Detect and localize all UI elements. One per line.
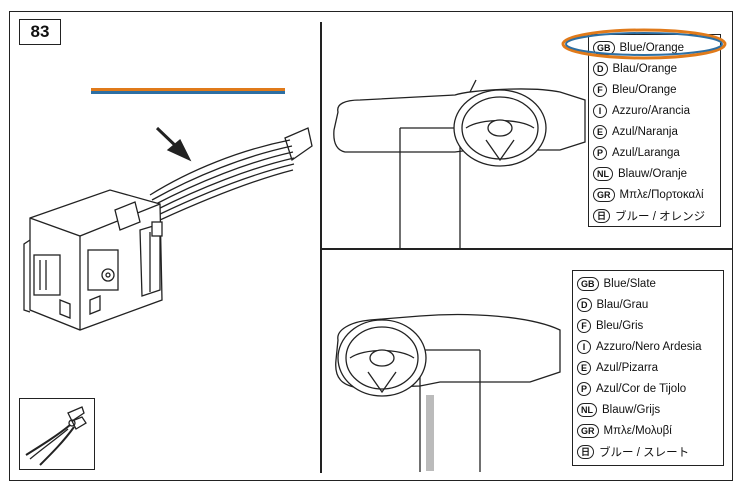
color-label: Blue/Orange bbox=[619, 41, 685, 54]
horizontal-divider bbox=[320, 248, 733, 250]
legend-row: E Azul/Naranja bbox=[589, 121, 720, 142]
language-badge: NL bbox=[593, 166, 613, 181]
page-frame bbox=[9, 11, 733, 481]
wire-sample-orange bbox=[91, 88, 285, 91]
color-label: ブルー / スレート bbox=[599, 446, 690, 459]
legend-row: P Azul/Laranga bbox=[589, 142, 720, 163]
color-label: Azul/Laranga bbox=[612, 146, 680, 159]
legend-row: GB Blue/Orange bbox=[589, 37, 720, 58]
language-badge: GB bbox=[577, 276, 599, 291]
legend-row: 日ブルー / スレート bbox=[573, 441, 723, 462]
language-badge: I bbox=[577, 339, 591, 354]
color-label: Μπλε/Μολυβί bbox=[603, 424, 672, 437]
language-badge: F bbox=[593, 82, 607, 97]
color-label: Μπλε/Πορτοκαλί bbox=[619, 188, 704, 201]
color-label: Blau/Grau bbox=[596, 298, 649, 311]
legend-row: D Blau/Grau bbox=[573, 294, 723, 315]
color-label: Azzuro/Arancia bbox=[612, 104, 690, 117]
legend-row: NL Blauw/Oranje bbox=[589, 163, 720, 184]
legend-row: GR Μπλε/Μολυβί bbox=[573, 420, 723, 441]
language-badge: GB bbox=[593, 40, 615, 55]
language-badge: D bbox=[593, 61, 608, 76]
connector-illustration bbox=[23, 126, 313, 331]
language-badge: 日 bbox=[593, 208, 611, 223]
language-badge: I bbox=[593, 103, 607, 118]
vertical-divider bbox=[320, 22, 322, 473]
color-label: Blau/Orange bbox=[612, 62, 678, 75]
color-label: Blue/Slate bbox=[603, 277, 656, 290]
legend-row: P Azul/Cor de Tijolo bbox=[573, 378, 723, 399]
language-badge: 日 bbox=[577, 444, 595, 459]
language-badge: P bbox=[593, 145, 608, 160]
legend-row: I Azzuro/Arancia bbox=[589, 100, 720, 121]
wire-cutter-icon bbox=[25, 406, 87, 466]
language-badge: P bbox=[577, 381, 592, 396]
legend-row: GB Blue/Slate bbox=[573, 273, 723, 294]
legend-row: D Blau/Orange bbox=[589, 58, 720, 79]
color-label: Bleu/Gris bbox=[596, 319, 644, 332]
color-label: Bleu/Orange bbox=[612, 83, 677, 96]
legend-row: F Bleu/Orange bbox=[589, 79, 720, 100]
color-label: ブルー / オレンジ bbox=[615, 210, 706, 223]
language-badge: F bbox=[577, 318, 591, 333]
color-label: Azul/Naranja bbox=[612, 125, 678, 138]
language-badge: GR bbox=[577, 423, 599, 438]
legend-row: I Azzuro/Nero Ardesia bbox=[573, 336, 723, 357]
language-badge: E bbox=[593, 124, 608, 139]
step-number: 83 bbox=[19, 19, 61, 45]
legend-row: F Bleu/Gris bbox=[573, 315, 723, 336]
legend-row: NL Blauw/Grijs bbox=[573, 399, 723, 420]
wire-sample-blue bbox=[91, 91, 285, 94]
tool-box bbox=[19, 398, 95, 470]
legend-row: 日ブルー / オレンジ bbox=[589, 205, 720, 226]
color-label: Blauw/Oranje bbox=[618, 167, 688, 180]
language-badge: NL bbox=[577, 402, 597, 417]
color-label: Azul/Pizarra bbox=[596, 361, 659, 374]
legend-row: GR Μπλε/Πορτοκαλί bbox=[589, 184, 720, 205]
language-badge: GR bbox=[593, 187, 615, 202]
color-label: Blauw/Grijs bbox=[602, 403, 661, 416]
legend-row: E Azul/Pizarra bbox=[573, 357, 723, 378]
color-label: Azzuro/Nero Ardesia bbox=[596, 340, 702, 353]
language-badge: D bbox=[577, 297, 592, 312]
color-label: Azul/Cor de Tijolo bbox=[596, 382, 687, 395]
language-badge: E bbox=[577, 360, 592, 375]
arrow-pointer-icon bbox=[155, 126, 192, 162]
